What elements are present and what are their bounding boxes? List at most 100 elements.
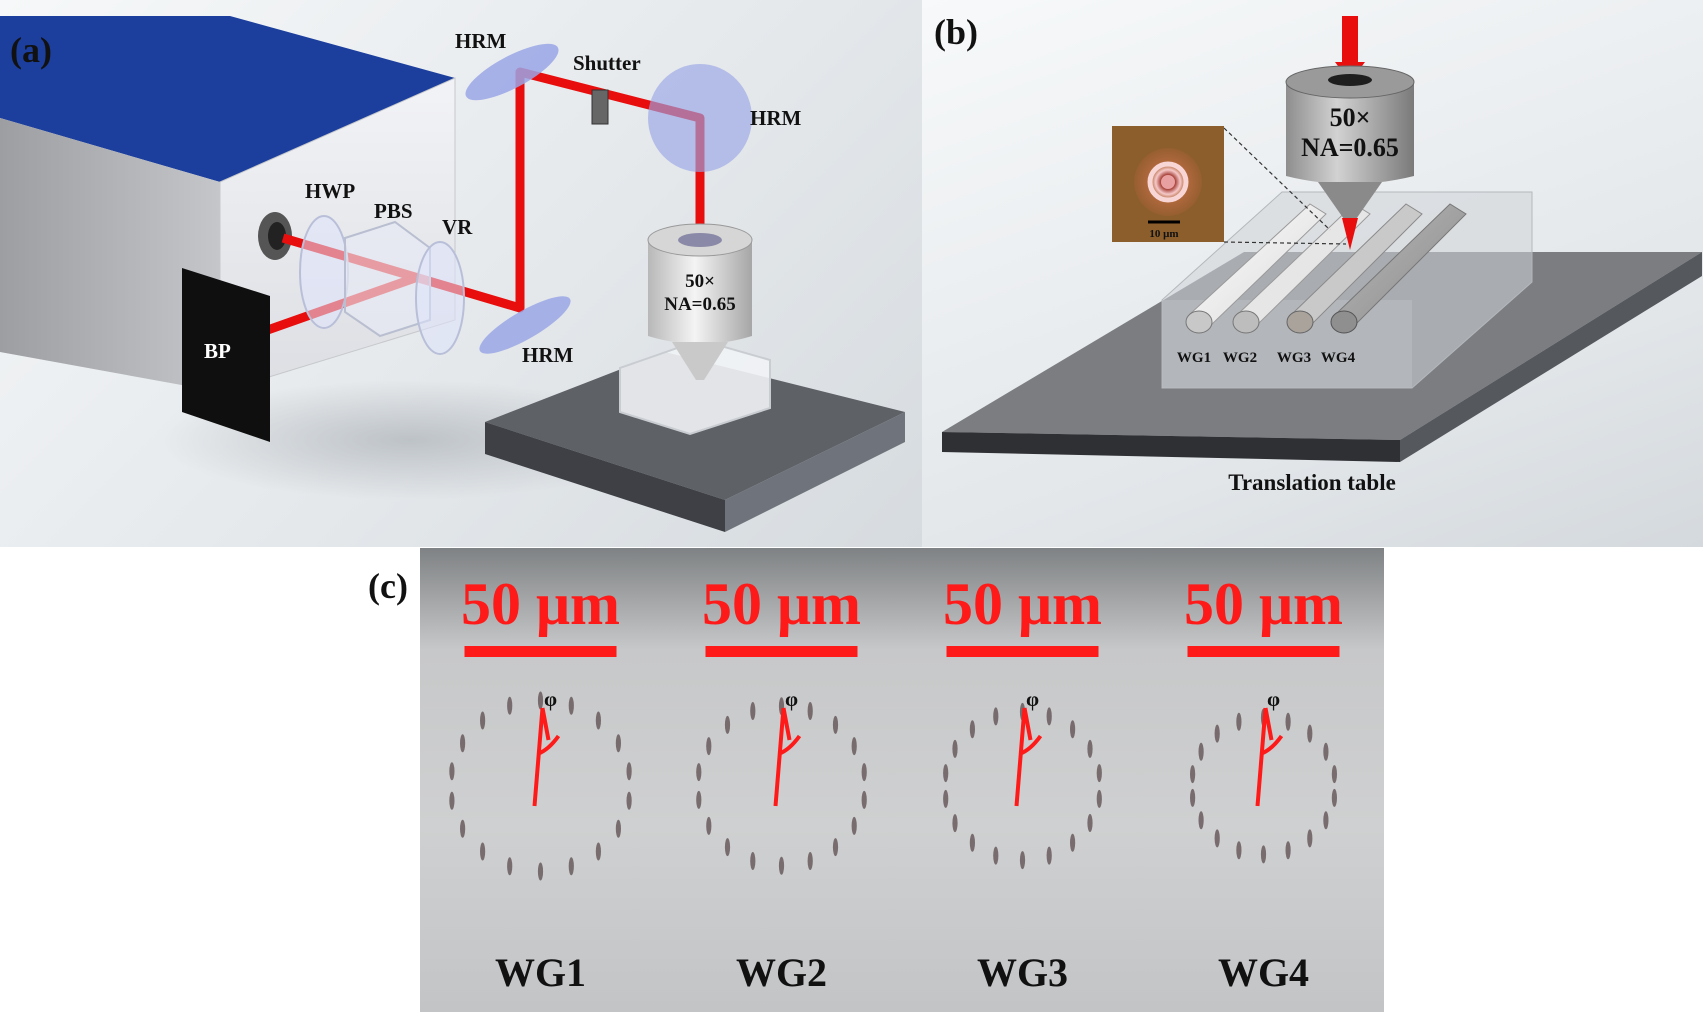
modification-dot <box>595 711 601 730</box>
modification-dot <box>480 842 486 861</box>
waveguide-label: WG1 <box>495 950 586 995</box>
panel-c-tag-holder: (c) <box>368 566 408 606</box>
modification-dot <box>1323 742 1329 761</box>
modification-dot <box>969 833 976 852</box>
panel-a-tag: (a) <box>10 30 52 70</box>
phi-label: φ <box>785 687 798 711</box>
waveguide-label: WG4 <box>1218 950 1309 995</box>
modification-dot <box>993 707 999 726</box>
modification-dot <box>460 819 466 838</box>
modification-dot <box>851 816 857 835</box>
modification-dot <box>952 739 958 758</box>
modification-dot <box>969 720 976 739</box>
modification-dot <box>568 696 574 715</box>
angle-marker <box>532 707 561 807</box>
modification-dot <box>480 711 486 730</box>
modification-dot <box>807 852 813 870</box>
label-shutter: Shutter <box>573 51 641 75</box>
modification-dot <box>1331 765 1337 784</box>
zoom-line-top <box>1223 127 1331 231</box>
modification-dot <box>1046 707 1052 726</box>
modification-dot <box>706 737 712 756</box>
modification-dot <box>449 762 455 781</box>
modification-dot <box>449 791 455 810</box>
modification-dot <box>1046 846 1052 865</box>
modification-dot <box>1285 712 1291 731</box>
modification-dot <box>1096 789 1102 808</box>
label-hrm-top: HRM <box>455 29 507 53</box>
vr-plate <box>415 241 465 355</box>
modification-dot <box>1307 829 1313 848</box>
angle-marker <box>1014 707 1043 807</box>
focal-spot-inset <box>1112 126 1224 242</box>
modification-dot <box>615 734 621 753</box>
scale-bar-label: 50 μm <box>461 571 620 637</box>
bp-block <box>182 268 270 442</box>
modification-dot <box>1236 841 1242 860</box>
modification-dot <box>1087 739 1093 758</box>
objective-b-magnification: 50× <box>1330 103 1371 132</box>
scale-bar <box>1187 646 1340 657</box>
hrm-mirror-right <box>648 64 752 172</box>
phi-label: φ <box>1026 687 1039 711</box>
label-hwp: HWP <box>305 179 355 203</box>
label-bp: BP <box>204 339 231 363</box>
phi-label: φ <box>1267 687 1280 711</box>
modification-dot <box>861 763 867 782</box>
panel-a-drawing: (a) HRM Shutter HRM HWP PBS VR BP HRM 50… <box>0 16 905 532</box>
micrograph-background <box>420 548 1384 1012</box>
wg3-label-b: WG3 <box>1277 350 1311 366</box>
label-pbs: PBS <box>374 199 413 223</box>
modification-dot <box>1070 833 1076 852</box>
inset-scale-label: 10 μm <box>1149 228 1178 240</box>
modification-dot <box>595 842 601 861</box>
panel-b-tag: (b) <box>934 12 978 52</box>
waveguide-label: WG3 <box>977 950 1068 995</box>
modification-dot <box>943 789 949 808</box>
objective-a-magnification: 50× <box>685 271 715 292</box>
angle-marker <box>1255 707 1284 807</box>
modification-dot <box>724 715 731 734</box>
modification-dot <box>1236 712 1242 731</box>
modification-dot <box>696 790 702 809</box>
hrm-mirror-top <box>465 43 559 101</box>
wg1-label-b: WG1 <box>1177 350 1211 366</box>
shutter-block <box>591 89 609 125</box>
modification-dot <box>1190 788 1196 807</box>
translation-table-label: Translation table <box>1228 470 1396 495</box>
scale-bar-label: 50 μm <box>943 571 1102 637</box>
modification-dot <box>1214 724 1220 743</box>
modification-dot <box>696 763 702 782</box>
modification-dot <box>1323 811 1329 830</box>
modification-dot <box>832 838 839 857</box>
panel-a-setup: (a) HRM Shutter HRM HWP PBS VR BP HRM 50… <box>0 0 922 547</box>
panel-c-tag-text: (c) <box>368 566 408 606</box>
modification-dot <box>1214 829 1220 848</box>
panel-b-writing: 10 μm (b) 50× NA=0.65 WG1 WG2 WG3 WG4 Tr… <box>922 0 1703 547</box>
modification-dot <box>1285 841 1291 860</box>
modification-dot <box>807 702 813 720</box>
modification-dot <box>507 857 513 876</box>
wg4-label-b: WG4 <box>1321 350 1356 366</box>
scale-bar-label: 50 μm <box>1184 571 1343 637</box>
modification-dot <box>750 702 756 720</box>
modification-dot <box>993 846 999 865</box>
modification-dot <box>861 790 867 809</box>
modification-dot <box>943 764 949 783</box>
modification-dot <box>1198 742 1204 761</box>
hrm-mirror-bottom <box>479 296 571 354</box>
modification-dot <box>1070 720 1076 739</box>
modification-dot <box>1331 788 1337 807</box>
label-hrm-right: HRM <box>750 106 802 130</box>
modification-dot <box>1190 765 1196 784</box>
modification-dot <box>460 734 466 753</box>
scale-bar-label: 50 μm <box>702 571 861 637</box>
waveguide-rods <box>1185 203 1467 334</box>
modification-dot <box>626 791 632 810</box>
waveguide-label: WG2 <box>736 950 827 995</box>
